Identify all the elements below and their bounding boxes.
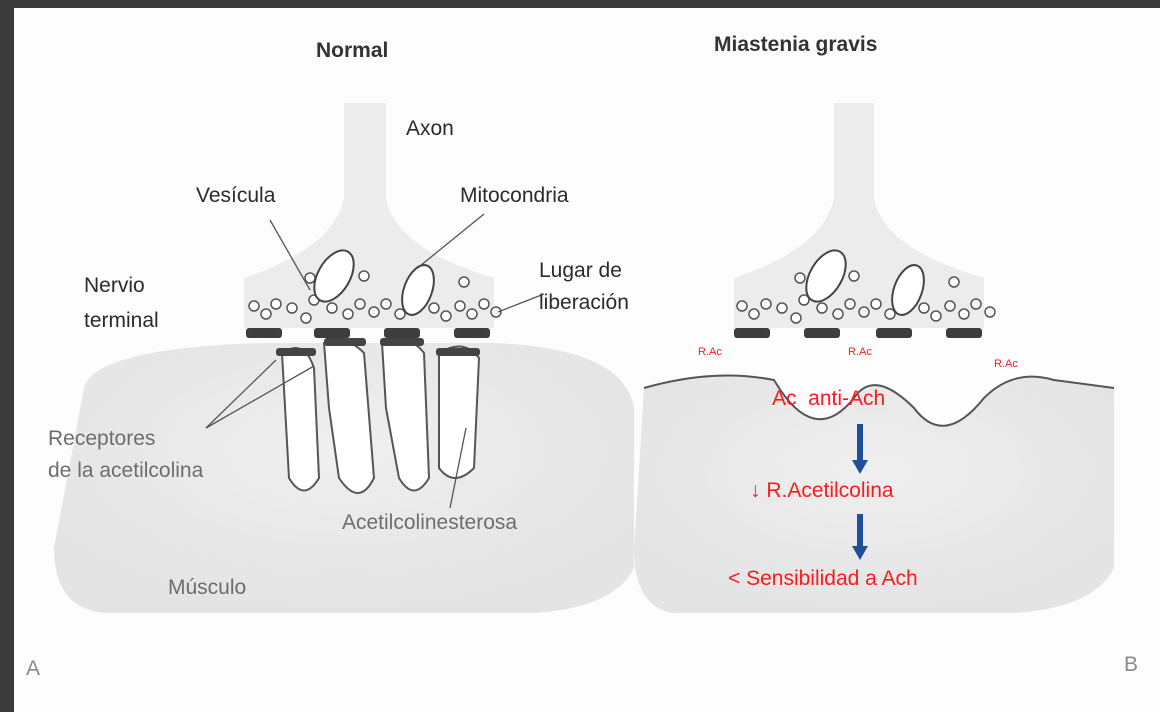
panel-letter-a: A — [26, 656, 40, 681]
label-nervio-line2: terminal — [84, 308, 159, 333]
label-nervio-line1: Nervio — [84, 273, 145, 298]
neuromuscular-junction-diagram — [14, 8, 1160, 712]
rac-label-2: R.Ac — [848, 346, 872, 359]
top-dark-bar — [0, 0, 1160, 8]
active-zones-b — [734, 328, 982, 338]
rac-label-3: R.Ac — [994, 358, 1018, 371]
label-vesicula: Vesícula — [196, 183, 275, 208]
label-mitocondria: Mitocondria — [460, 183, 569, 208]
panel-letter-b: B — [1124, 652, 1138, 677]
active-zones-a — [246, 328, 490, 338]
label-r-acetilcolina: ↓ R.Acetilcolina — [750, 478, 894, 503]
label-sensibilidad: < Sensibilidad a Ach — [728, 566, 918, 591]
label-receptores-line1: Receptores — [48, 426, 155, 451]
label-receptores-line2: de la acetilcolina — [48, 458, 203, 483]
label-ac-anti-ach: Ac anti-Ach — [772, 386, 885, 411]
label-acetilcolinesterosa: Acetilcolinesterosa — [342, 510, 517, 535]
synaptic-fold-4 — [439, 347, 479, 478]
label-musculo: Músculo — [168, 575, 246, 600]
panel-b-title: Miastenia gravis — [714, 32, 877, 57]
label-lugar-line1: Lugar de — [539, 258, 622, 283]
label-lugar-line2: liberación — [539, 290, 629, 315]
panel-a-title: Normal — [316, 38, 388, 63]
axon-shape-a — [244, 103, 494, 328]
panel-a-graphics — [54, 103, 634, 613]
synaptic-fold-1 — [282, 348, 319, 491]
label-axon: Axon — [406, 116, 454, 141]
rac-label-1: R.Ac — [698, 346, 722, 359]
axon-shape-b — [734, 103, 984, 328]
figure-frame: Normal Axon Vesícula Mitocondria Nervio … — [14, 8, 1160, 712]
